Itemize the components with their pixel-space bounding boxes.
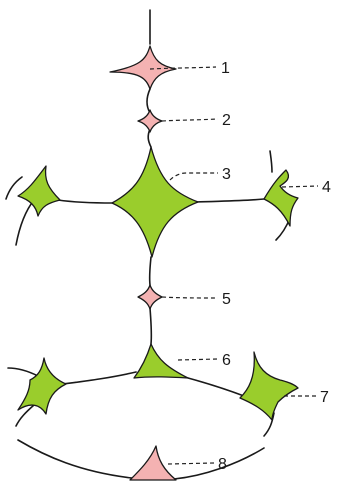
leader-6 [177,358,219,361]
link-6-7 [187,377,245,397]
connecting-lines [5,9,291,480]
branch-left-2 [5,176,23,200]
label-8: 8 [218,456,227,473]
branch-left-1 [15,199,35,246]
link-3-left [57,199,114,204]
link-6-left [62,371,137,385]
label-1: 1 [221,60,230,77]
leader-4 [281,185,319,188]
leader-3 [169,172,218,181]
link-3-5 [148,256,152,286]
leader-1 [149,66,217,70]
cell-6 [133,343,189,379]
link-5-6 [149,307,153,345]
bottom-arc-right [173,447,265,480]
label-2: 2 [222,112,231,129]
cells [17,45,299,481]
link-3-4 [195,198,265,203]
cell-2 [137,109,163,133]
cell-left-lower [17,357,67,415]
cell-3 [111,146,199,258]
cell-left-upper [17,165,61,217]
leader-8 [167,462,215,465]
label-7: 7 [320,389,329,406]
branch-6-left-down [15,404,35,427]
cell-4 [263,169,299,227]
label-3: 3 [222,166,231,183]
label-5: 5 [222,291,231,308]
branch-6-left-up [7,367,39,377]
leader-lines [149,66,319,465]
leader-2 [161,118,219,122]
leader-5 [161,296,219,299]
link-1-2 [146,88,151,114]
cell-1 [109,45,177,90]
branch-7-down [263,412,275,437]
cell-8 [129,445,177,481]
cell-7 [239,351,299,421]
cell-5 [137,284,163,310]
branch-4-top [269,150,273,173]
labels: 1 2 3 4 5 6 7 8 [218,60,331,473]
label-6: 6 [222,352,231,369]
bottom-arc-left [17,439,133,479]
label-4: 4 [322,179,331,196]
